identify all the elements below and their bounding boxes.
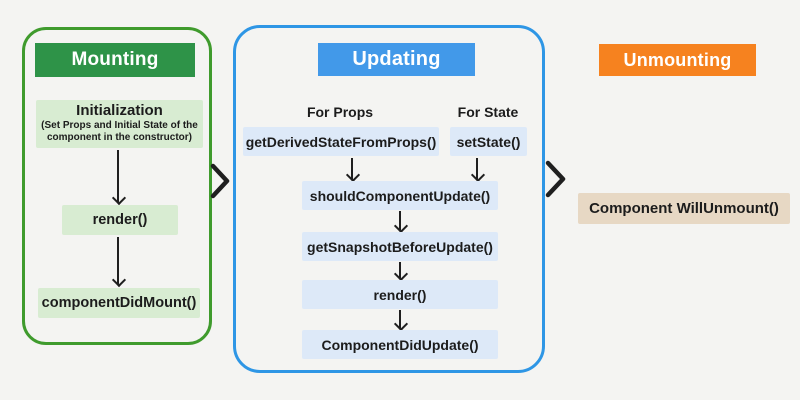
- component-will-unmount-box: Component WillUnmount(): [578, 193, 790, 224]
- mounting-render-box: render(): [62, 205, 178, 235]
- arrow-state-to-should-component-update: [476, 158, 478, 179]
- unmounting-header: Unmounting: [599, 44, 756, 76]
- should-component-update-box: shouldComponentUpdate(): [302, 181, 498, 210]
- updating-render-box: render(): [302, 280, 498, 309]
- updating-to-unmounting-chevron-icon: [545, 160, 566, 198]
- arrow-to-component-did-update: [399, 310, 401, 328]
- mounting-to-updating-chevron-icon: [210, 163, 230, 199]
- for-state-label: For State: [457, 104, 519, 120]
- updating-panel: Updating For Props For State getDerivedS…: [233, 25, 545, 373]
- initialization-subtitle: (Set Props and Initial State of the comp…: [41, 120, 198, 143]
- component-did-update-box: ComponentDidUpdate(): [302, 330, 498, 359]
- get-snapshot-before-update-box: getSnapshotBeforeUpdate(): [302, 232, 498, 261]
- arrow-to-render: [399, 262, 401, 278]
- for-props-label: For Props: [306, 104, 374, 120]
- arrow-to-get-snapshot-before-update: [399, 211, 401, 230]
- initialization-box: Initialization (Set Props and Initial St…: [36, 100, 203, 148]
- initialization-title: Initialization: [76, 102, 163, 119]
- arrow-props-to-should-component-update: [351, 158, 353, 179]
- set-state-box: setState(): [450, 127, 527, 156]
- component-did-mount-box: componentDidMount(): [38, 288, 200, 318]
- mounting-header: Mounting: [35, 43, 195, 77]
- arrow-render-to-component-did-mount: [117, 237, 119, 284]
- arrow-initialization-to-render: [117, 150, 119, 202]
- updating-header: Updating: [318, 43, 475, 76]
- mounting-panel: Mounting Initialization (Set Props and I…: [22, 27, 212, 345]
- get-derived-state-from-props-box: getDerivedStateFromProps(): [243, 127, 439, 156]
